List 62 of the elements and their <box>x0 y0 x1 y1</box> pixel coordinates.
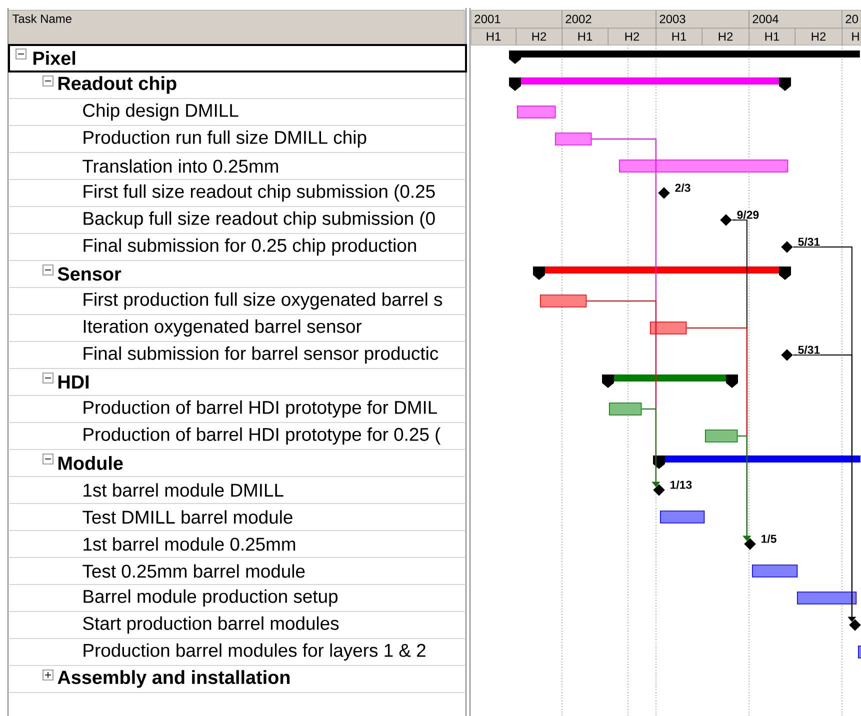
summary-bar <box>509 50 860 64</box>
task-bar <box>619 160 788 172</box>
task-bar <box>705 430 738 442</box>
task-name: Readout chip <box>58 76 176 94</box>
task-name: First full size readout chip submission (0.25 <box>84 184 435 202</box>
dependency-arrow <box>641 408 660 487</box>
timescale-header: H1 <box>562 28 608 46</box>
task-name: Test 0.25mm barrel module <box>82 564 305 578</box>
task-bar <box>540 294 587 308</box>
dependency-arrow <box>737 435 752 541</box>
task-bar <box>858 646 861 658</box>
task-name: 1st barrel module DMILL <box>84 483 284 497</box>
task-name: Final submission for 0.25 chip production <box>84 238 416 256</box>
timescale-header: H1 <box>656 28 702 46</box>
milestone-diamond <box>653 484 665 496</box>
task-name: First production full size oxygenated barrel s <box>84 292 442 310</box>
task-bar <box>609 402 642 416</box>
task-name: Chip design DMILL <box>83 103 238 121</box>
dependency-arrow <box>792 354 856 622</box>
summary-bar <box>533 266 791 280</box>
task-name: Production run full size DMILL chip <box>84 130 366 148</box>
summary-bar <box>509 78 791 91</box>
timescale-header: H2 <box>516 28 562 46</box>
task-bar <box>555 132 592 146</box>
task-bar <box>797 592 857 604</box>
milestone-diamond <box>781 241 793 253</box>
task-name: Final submission for barrel sensor productic <box>84 346 438 364</box>
date-label: 2/3 <box>674 182 692 193</box>
timescale-header: H1 <box>749 28 796 46</box>
task-name: Module <box>58 456 123 470</box>
task-name: HDI <box>58 375 89 388</box>
milestone-diamond <box>744 538 756 550</box>
date-label: 1/5 <box>760 534 778 544</box>
task-bar <box>517 106 556 118</box>
task-name: Start production barrel modules <box>83 616 339 634</box>
task-name: Backup full size readout chip submission (0 <box>84 211 435 229</box>
timescale-header: H1 <box>471 28 516 46</box>
task-name: Sensor <box>58 267 122 281</box>
task-bar <box>660 510 705 524</box>
milestone-diamond <box>781 349 793 361</box>
task-name: Production of barrel HDI prototype for DMIL <box>84 400 437 418</box>
task-name: Pixel <box>33 51 76 65</box>
milestone-diamond <box>720 214 732 226</box>
timescale-header: H2 <box>608 28 656 46</box>
task-name: Barrel module production setup <box>84 589 338 607</box>
task-name: Assembly and installation <box>58 670 290 688</box>
summary-bar <box>653 455 860 469</box>
task-name: Iteration oxygenated barrel sensor <box>84 319 362 337</box>
timescale-header: 20 <box>842 10 861 28</box>
task-name: Translation into 0.25mm <box>82 159 278 173</box>
task-bar <box>650 322 687 334</box>
column-header: Task Name <box>8 10 465 46</box>
milestone-diamond <box>658 187 670 199</box>
timescale-header: H <box>842 28 861 46</box>
task-name: Test DMILL barrel module <box>82 510 292 524</box>
task-name: 1st barrel module 0.25mm <box>84 537 296 551</box>
milestone-diamond <box>849 619 861 631</box>
task-bar <box>752 564 798 578</box>
task-name: Production barrel modules for layers 1 & 2 <box>84 643 426 661</box>
timescale-header: H2 <box>702 28 750 46</box>
summary-bar <box>602 374 738 388</box>
task-name: Production of barrel HDI prototype for 0.25 ( <box>84 427 441 445</box>
